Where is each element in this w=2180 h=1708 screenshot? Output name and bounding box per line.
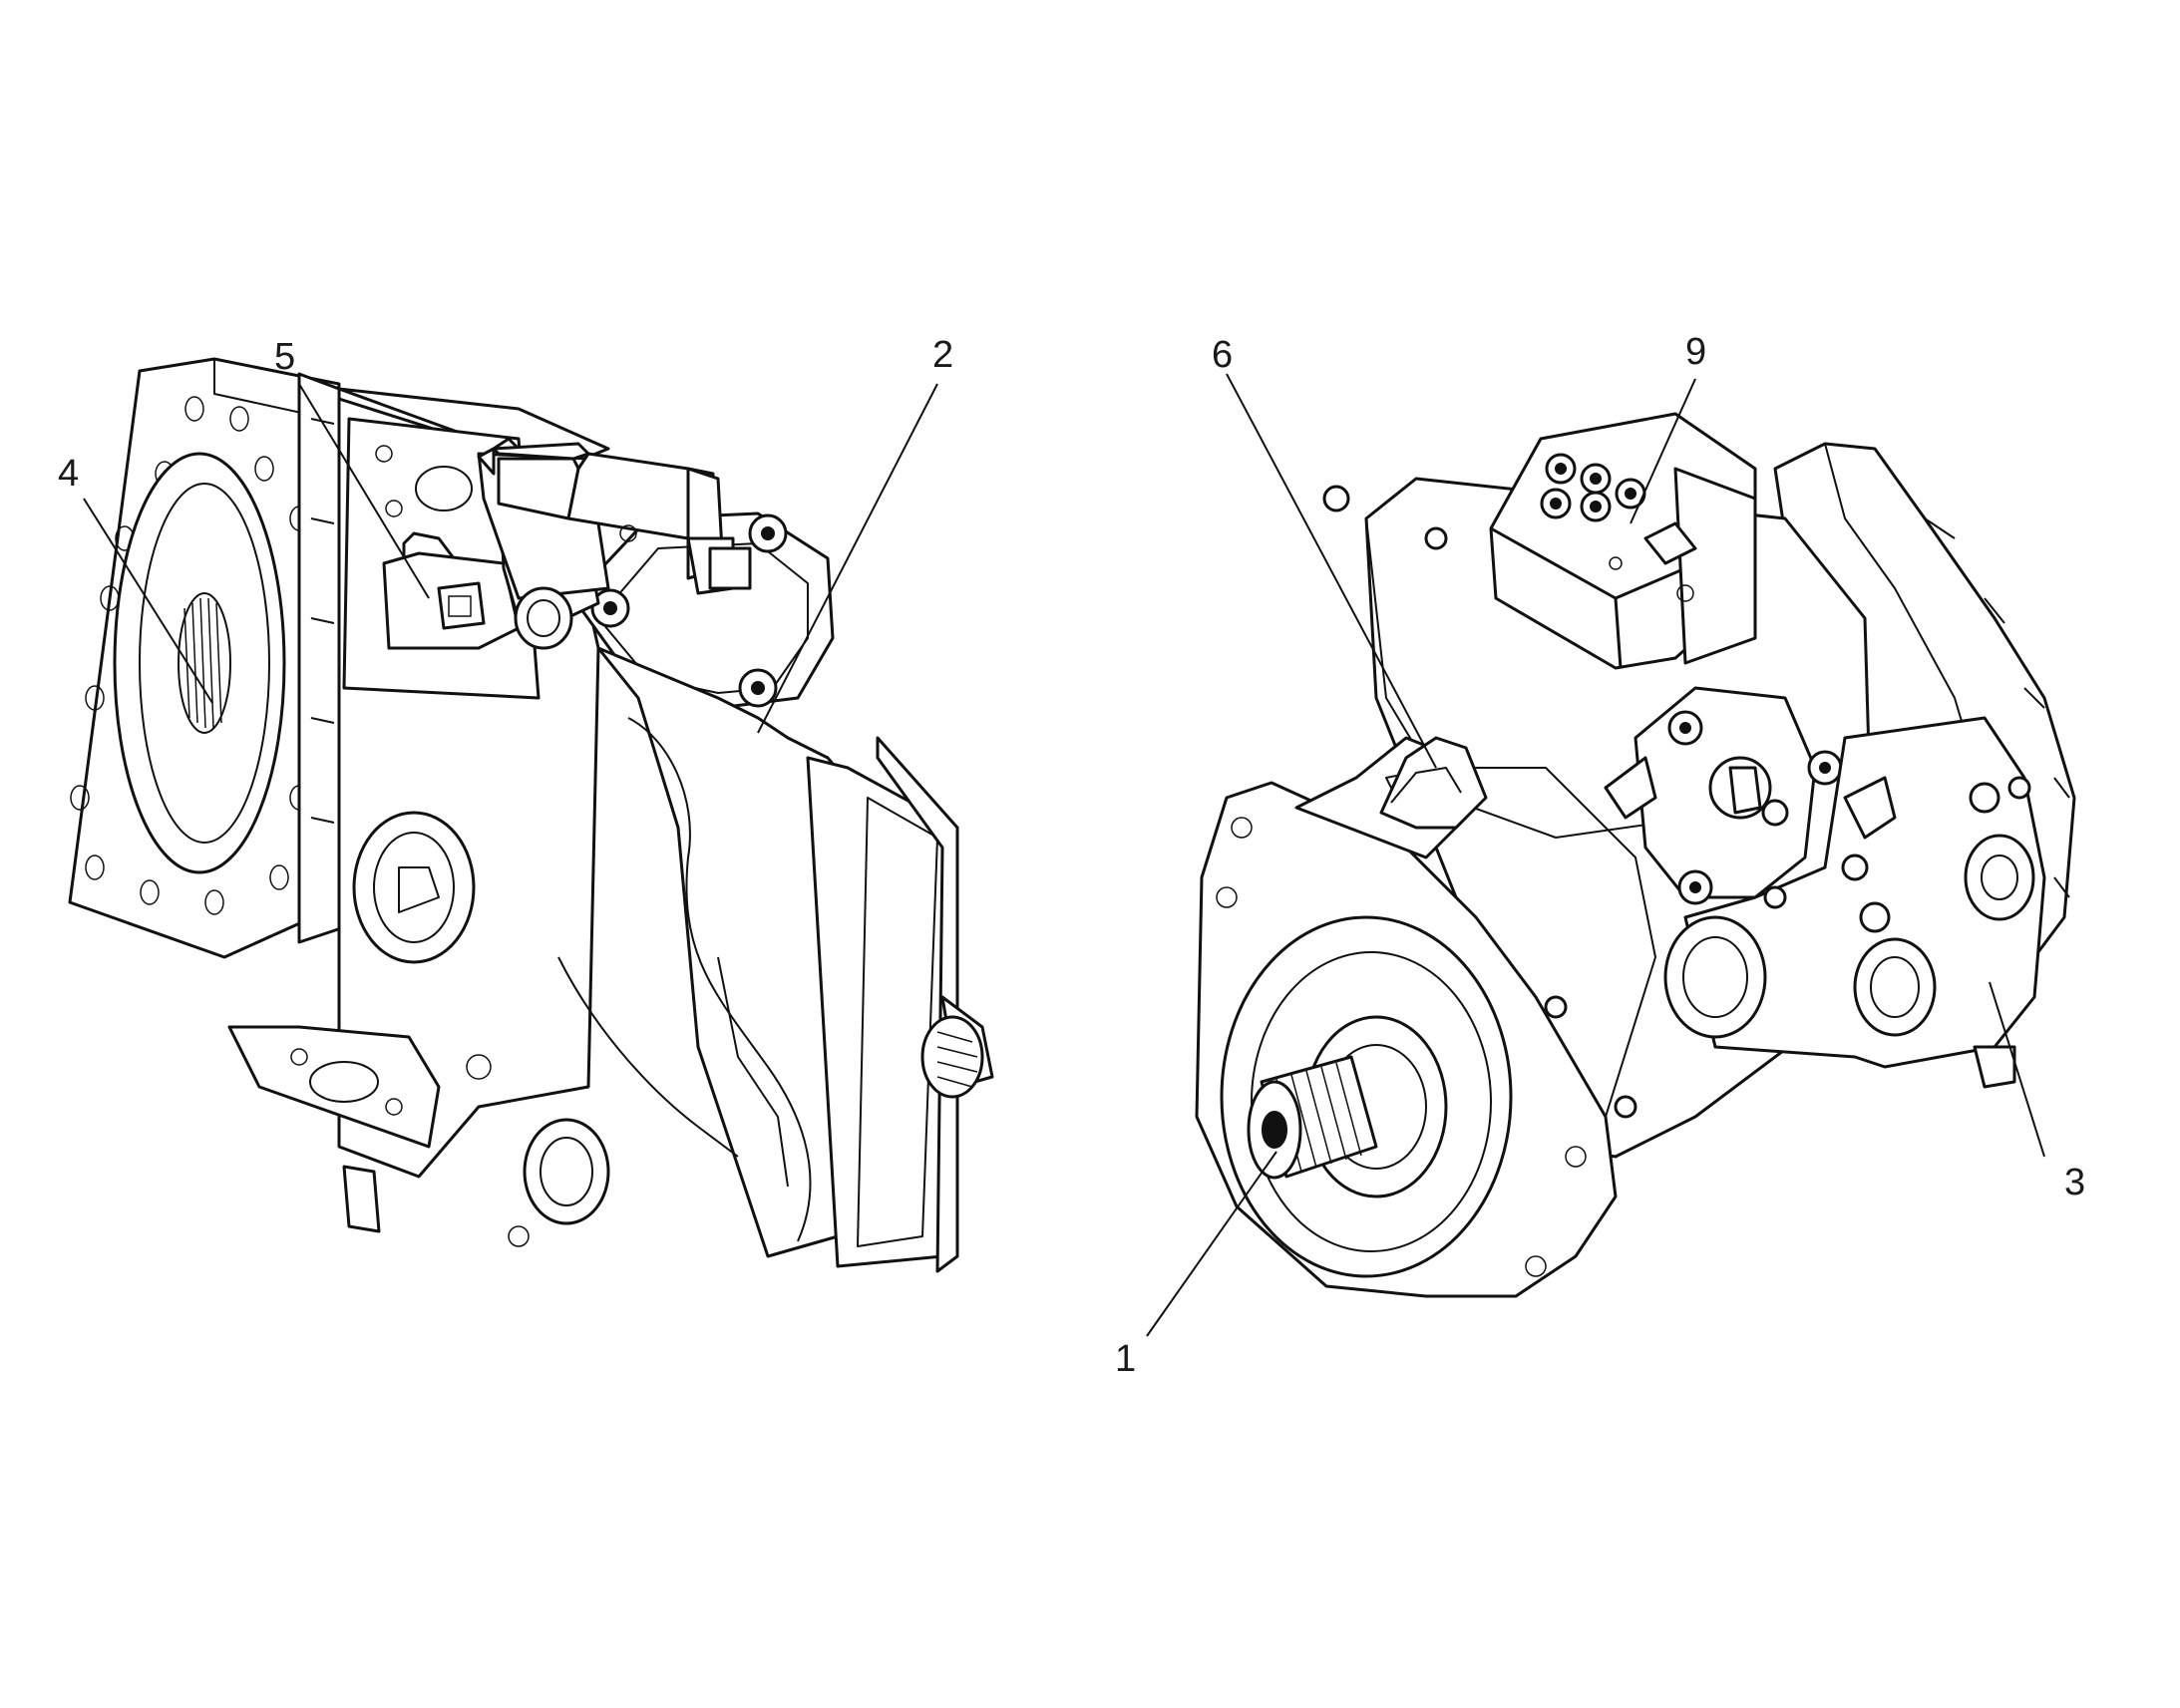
callout-9: 9 xyxy=(1685,331,1706,373)
lower-bracket xyxy=(227,1025,441,1233)
callout-4: 4 xyxy=(58,453,79,495)
control-block xyxy=(1489,412,1757,670)
leader-lines xyxy=(83,373,2045,1337)
callout-6: 6 xyxy=(1212,334,1233,376)
housing-bolts xyxy=(1322,485,1787,1119)
drive-shaft xyxy=(1220,915,1513,1278)
port-plate xyxy=(1663,716,2046,1089)
leader-5 xyxy=(298,383,430,599)
left-pump-view xyxy=(68,357,994,1273)
callout-labels: 4 5 2 6 9 3 1 xyxy=(58,331,2085,1380)
leader-2 xyxy=(757,383,938,734)
right-pump-view xyxy=(1195,412,2076,1298)
leader-1 xyxy=(1146,1151,1277,1337)
solenoid-block xyxy=(477,442,752,595)
callout-1: 1 xyxy=(1115,1338,1136,1380)
leader-4 xyxy=(83,498,213,704)
flange-plate xyxy=(68,357,341,959)
raised-pad xyxy=(1379,736,1488,830)
servo-cover-right xyxy=(1634,686,1843,905)
callout-5: 5 xyxy=(274,336,295,378)
leader-9 xyxy=(1630,378,1696,524)
callout-2: 2 xyxy=(932,334,953,376)
end-cap xyxy=(466,646,994,1273)
callout-3: 3 xyxy=(2064,1162,2085,1203)
leader-6 xyxy=(1226,373,1437,769)
leader-3 xyxy=(1989,981,2045,1158)
port-boss xyxy=(352,811,476,964)
housing-ring xyxy=(297,372,346,944)
